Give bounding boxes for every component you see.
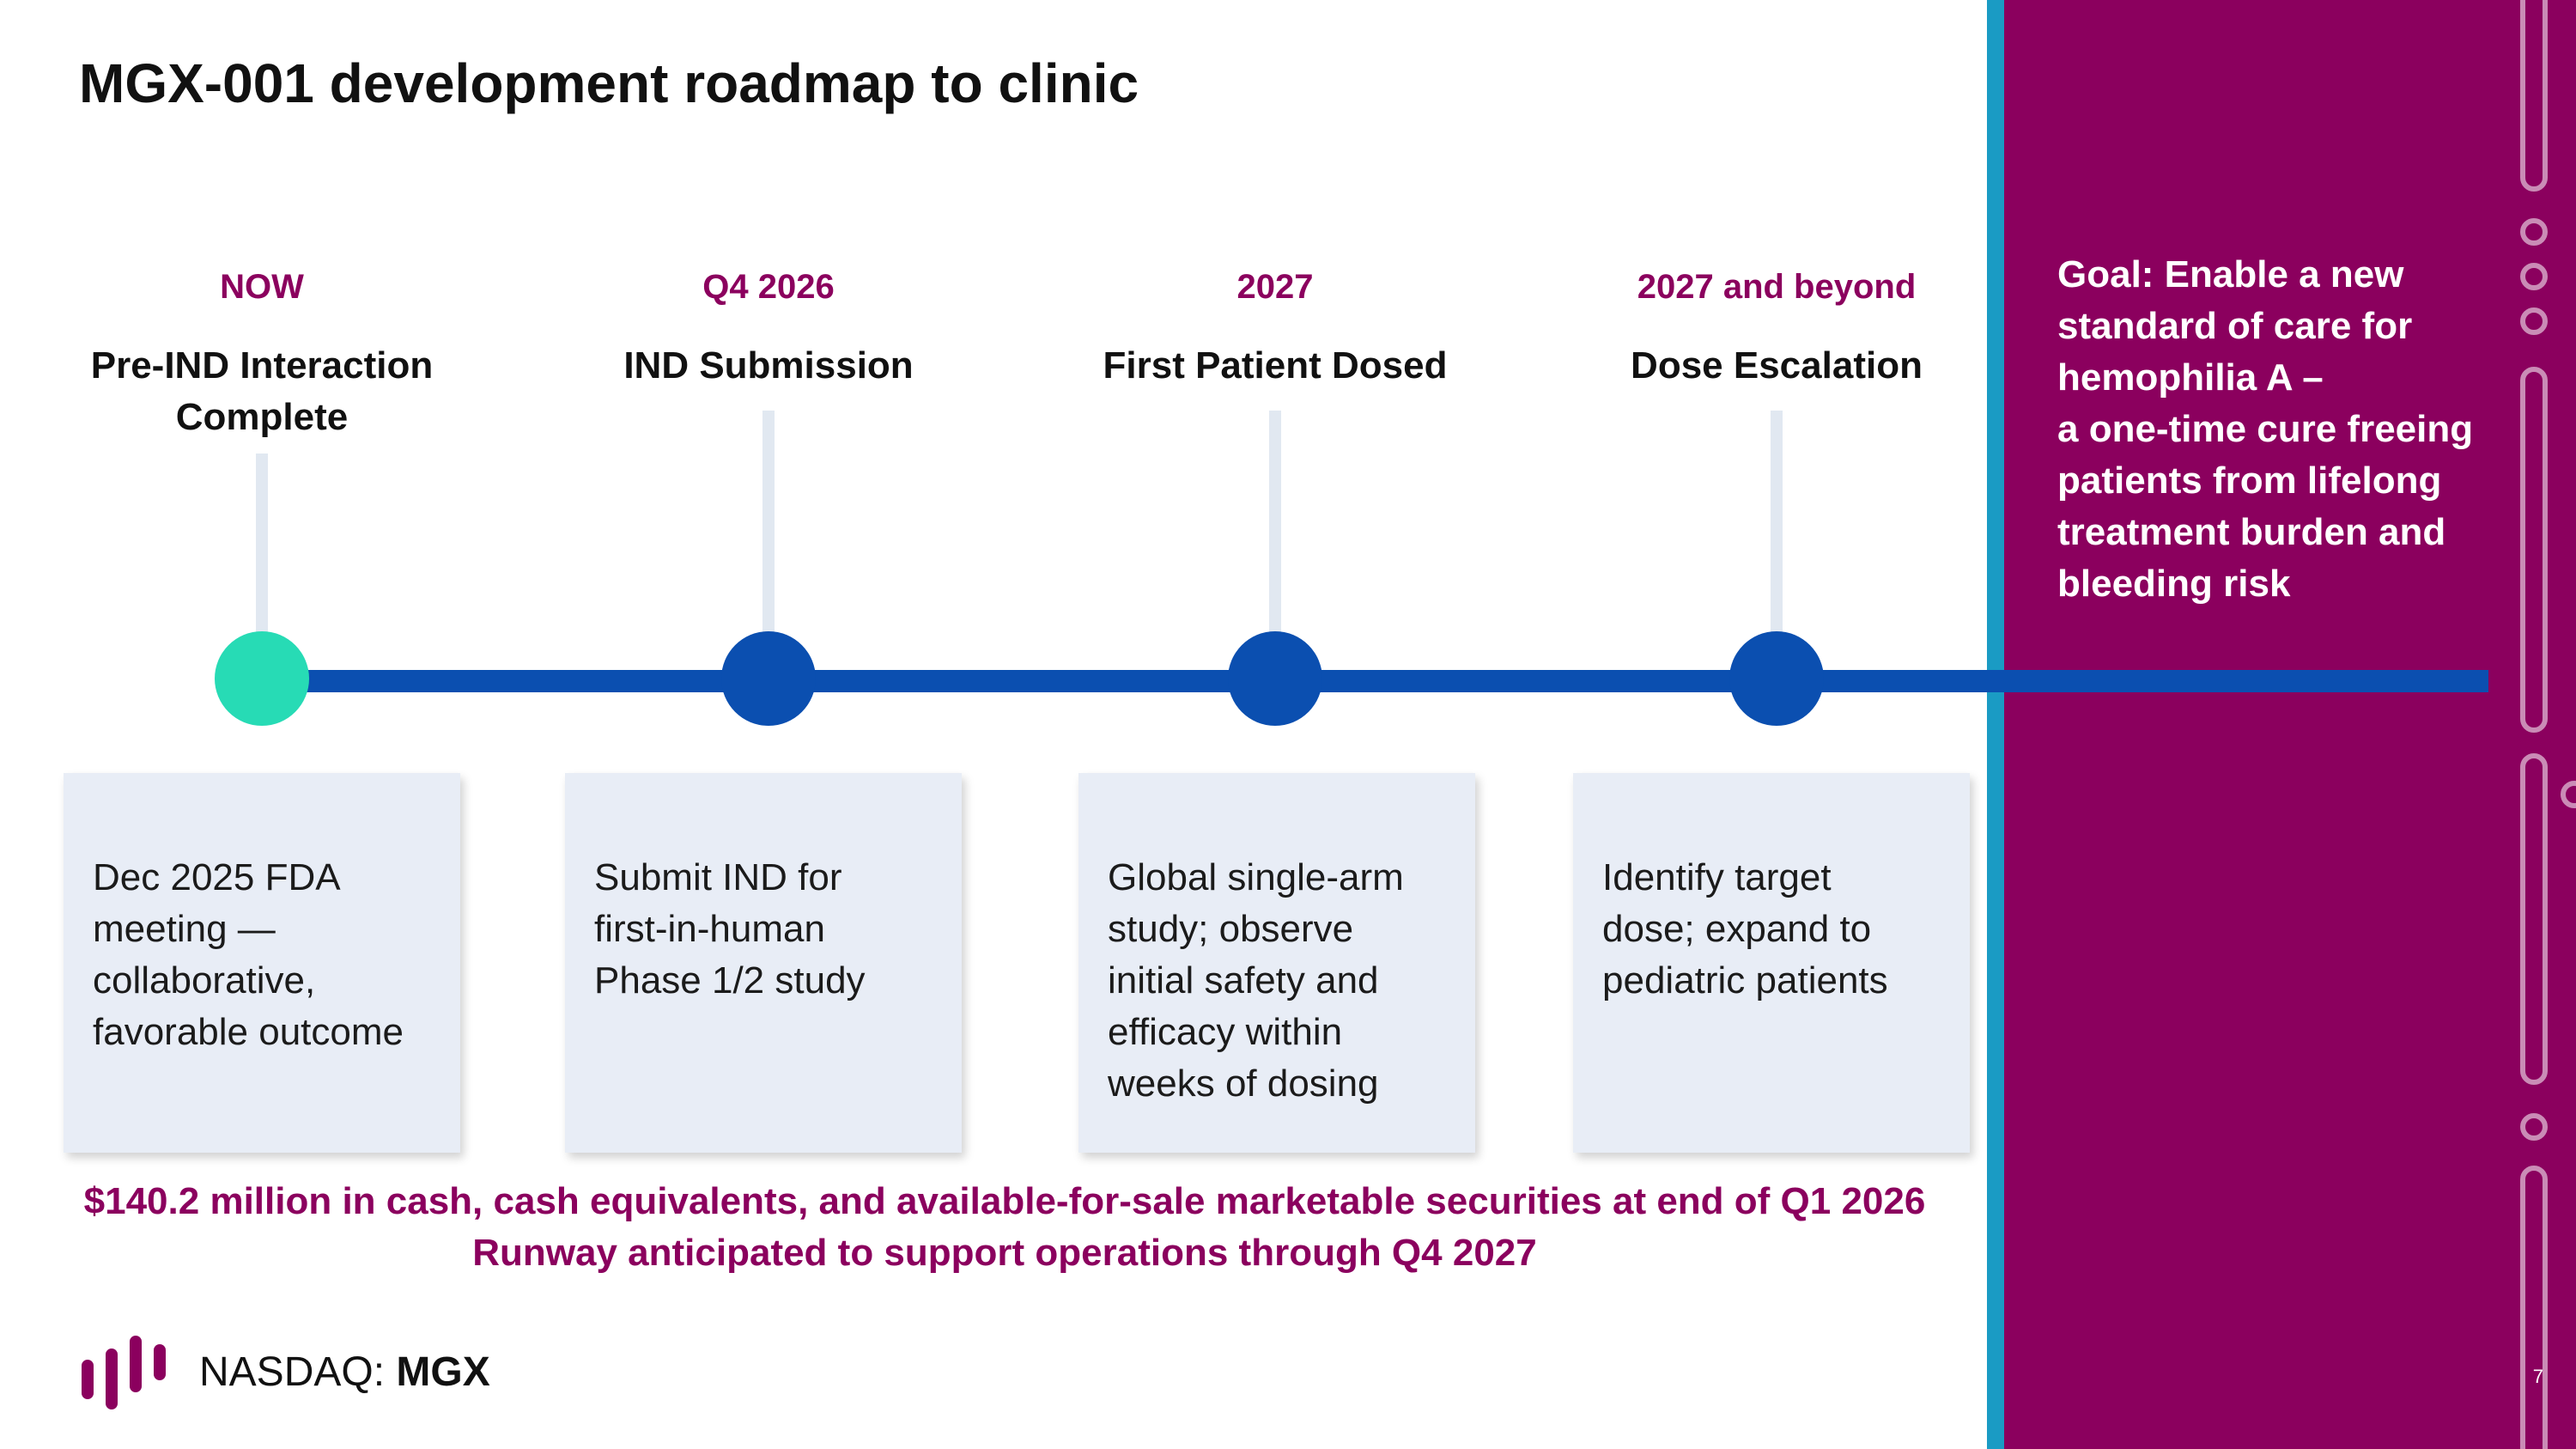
card-line: dose; expand to	[1602, 908, 1872, 950]
milestone-title-line: IND Submission	[623, 344, 914, 387]
card-line: study; observe	[1108, 908, 1354, 950]
goal-line: bleeding risk	[2057, 563, 2291, 605]
timeline-node	[721, 631, 816, 726]
milestone-title-line: Complete	[175, 396, 349, 438]
accent-stripe	[1987, 0, 2004, 1449]
ticker-symbol: MGX	[396, 1349, 490, 1395]
goal-line: hemophilia A –	[2057, 356, 2324, 399]
milestone-card: Submit IND for first-in-human Phase 1/2 …	[565, 773, 962, 1153]
card-line: meeting —	[93, 908, 276, 950]
timeline-stem	[1269, 411, 1281, 660]
timeline-stem	[256, 454, 268, 660]
card-line: pediatric patients	[1602, 959, 1888, 1002]
goal-line: a one-time cure freeing	[2057, 408, 2474, 450]
card-line: Submit IND for	[594, 856, 842, 898]
card-line: first-in-human	[594, 908, 825, 950]
goal-line: patients from lifelong	[2057, 460, 2442, 502]
company-logo-icon	[82, 1336, 166, 1409]
milestone-title-line: First Patient Dosed	[1103, 344, 1448, 387]
ticker-label: NASDAQ: MGX	[199, 1349, 490, 1396]
card-line: weeks of dosing	[1108, 1062, 1379, 1105]
goal-line: Goal: Enable a new	[2057, 253, 2404, 295]
circuit-decoration-icon	[2520, 0, 2576, 1449]
goal-line: standard of care for	[2057, 305, 2413, 347]
timeline-stem	[1771, 411, 1783, 660]
phase-label: Q4 2026	[702, 268, 835, 306]
goal-statement: Goal: Enable a new standard of care for …	[2057, 249, 2521, 610]
milestone-title: Pre-IND Interaction Complete	[39, 340, 485, 443]
card-text: Global single-arm study; observe initial…	[1108, 852, 1458, 1110]
card-line: favorable outcome	[93, 1011, 404, 1053]
milestone-card: Global single-arm study; observe initial…	[1078, 773, 1475, 1153]
timeline-stem	[762, 411, 775, 660]
page-number: 7	[2532, 1366, 2543, 1387]
phase-label-now: NOW	[220, 268, 304, 306]
card-line: Global single-arm	[1108, 856, 1404, 898]
card-line: collaborative,	[93, 959, 316, 1002]
slide-title: MGX-001 development roadmap to clinic	[79, 52, 1139, 114]
card-text: Dec 2025 FDA meeting — collaborative, fa…	[93, 852, 443, 1058]
card-line: Phase 1/2 study	[594, 959, 866, 1002]
milestone-title-line: Pre-IND Interaction	[90, 344, 434, 387]
milestone-title: First Patient Dosed	[1052, 340, 1498, 392]
card-text: Submit IND for first-in-human Phase 1/2 …	[594, 852, 945, 1007]
goal-panel	[1987, 0, 2576, 1449]
card-line: efficacy within	[1108, 1011, 1343, 1053]
card-line: Identify target	[1602, 856, 1832, 898]
timeline-bar	[258, 670, 2488, 692]
card-line: initial safety and	[1108, 959, 1379, 1002]
runway-statement: Runway anticipated to support operations…	[472, 1232, 1537, 1274]
milestone-card: Dec 2025 FDA meeting — collaborative, fa…	[64, 773, 460, 1153]
timeline-node	[1228, 631, 1322, 726]
exchange-text: NASDAQ:	[199, 1349, 397, 1395]
milestone-title: Dose Escalation	[1553, 340, 2000, 392]
goal-line: treatment burden and	[2057, 511, 2446, 553]
milestone-card: Identify target dose; expand to pediatri…	[1573, 773, 1970, 1153]
phase-label: 2027	[1236, 268, 1314, 306]
card-line: Dec 2025 FDA	[93, 856, 341, 898]
phase-label: 2027 and beyond	[1637, 268, 1917, 306]
milestone-title: IND Submission	[545, 340, 992, 392]
milestone-title-line: Dose Escalation	[1631, 344, 1923, 387]
timeline-node-now	[215, 631, 309, 726]
card-text: Identify target dose; expand to pediatri…	[1602, 852, 1953, 1007]
timeline-node	[1729, 631, 1824, 726]
funding-statement: $140.2 million in cash, cash equivalents…	[83, 1180, 1926, 1222]
